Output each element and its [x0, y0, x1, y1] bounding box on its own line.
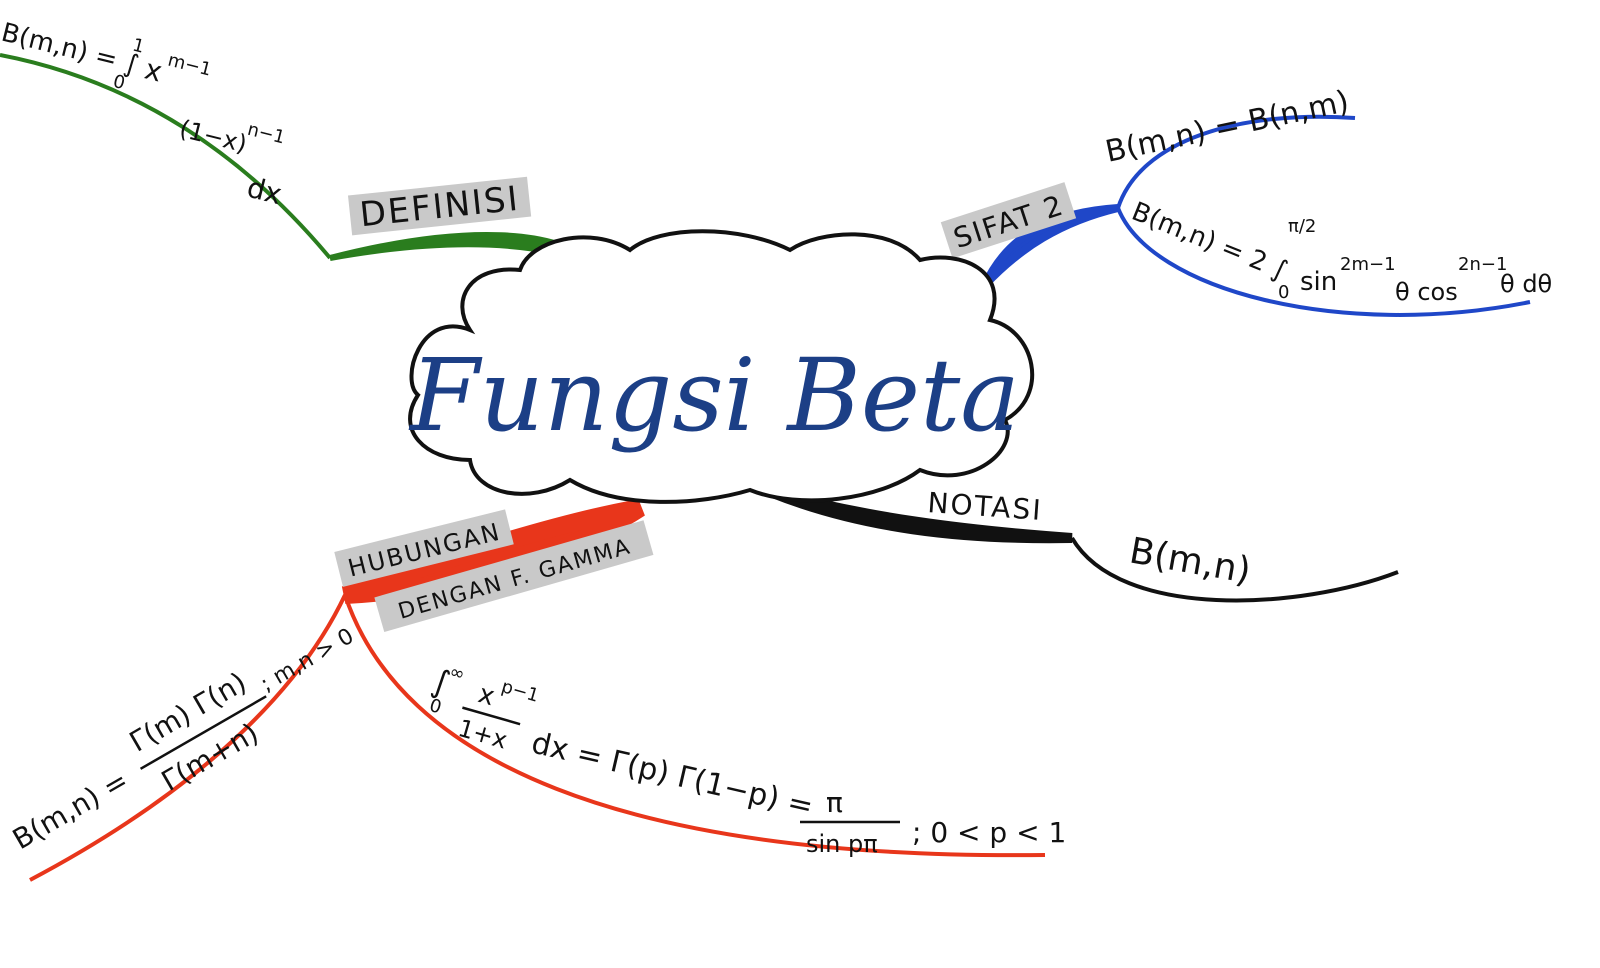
hubungan-formula2-fden: sin pπ	[806, 830, 878, 858]
hubungan-formula2-fnum: π	[826, 786, 843, 819]
hubungan-label2-highlight	[374, 520, 654, 633]
definisi-label-highlight	[347, 176, 532, 236]
definisi-formula-x: x	[141, 53, 165, 89]
definisi-formula-mid: (1−x)	[177, 115, 250, 159]
hubungan-formula2-mid: dx = Γ(p) Γ(1−p) =	[528, 726, 816, 825]
branch-hubungan: HUBUNGAN DENGAN F. GAMMA B(m,n) = Γ(m) Γ…	[7, 499, 1066, 882]
central-cloud: Fungsi Beta	[408, 229, 1035, 504]
notasi-formula: B(m,n)	[1126, 530, 1253, 592]
cloud-shape	[408, 229, 1035, 504]
sifat-curve-bottom	[1116, 207, 1531, 317]
sifat-formula-2-end: θ dθ	[1500, 270, 1552, 298]
sifat-curve-top	[1116, 114, 1356, 209]
branch-sifat: SIFAT 2 B(m,n) = B(n,m) B(m,n) = 2 ∫ π/2…	[940, 84, 1552, 317]
sifat-formula-2-cosexp: 2n−1	[1458, 254, 1507, 275]
definisi-curve	[0, 53, 332, 260]
hubungan-curve-left	[29, 594, 347, 882]
definisi-formula-lower: 0	[111, 71, 127, 94]
hubungan-formula1-cond: ; m,n > 0	[256, 624, 358, 697]
hubungan-formula2-numexp: p−1	[499, 676, 541, 707]
hubungan-formula2-cond: ; 0 < p < 1	[912, 816, 1066, 849]
sifat-formula-2-lhs: B(m,n) = 2 ∫	[1127, 197, 1291, 287]
central-title: Fungsi Beta	[408, 337, 1020, 454]
notasi-curve	[1070, 536, 1399, 603]
definisi-formula-upper: 1	[130, 35, 146, 58]
sifat-formula-2-sinexp: 2m−1	[1340, 254, 1396, 275]
sifat-formula-2-lower: 0	[1278, 282, 1289, 303]
hubungan-formula2-num: x	[475, 679, 498, 712]
hubungan-curve-right	[343, 594, 1046, 858]
branch-notasi: NOTASI B(m,n)	[768, 486, 1399, 603]
sifat-formula-2-cos: θ cos	[1395, 278, 1458, 306]
definisi-formula-dx: dx	[244, 171, 285, 211]
notasi-label: NOTASI	[927, 486, 1044, 527]
hubungan-label1-highlight	[334, 509, 514, 587]
definisi-formula-xexp: m−1	[166, 50, 214, 81]
hubungan-formula1-lhs: B(m,n) =	[7, 764, 134, 856]
sifat-formula-2-upper: π/2	[1288, 216, 1316, 237]
branch-definisi: DEFINISI B(m,n) = ∫ 1 0 x m−1 (1−x) n−1 …	[0, 18, 593, 265]
definisi-label: DEFINISI	[358, 179, 522, 236]
definisi-formula-midexp: n−1	[245, 119, 287, 149]
hubungan-formula2-lower: 0	[427, 695, 444, 718]
hubungan-formula1-fraction-bar	[139, 695, 267, 770]
hubungan-formula2-fraction-bar	[462, 706, 521, 726]
sifat-formula-2-sin: sin	[1300, 267, 1337, 297]
hubungan-formula2-upper: ∞	[447, 661, 467, 685]
sifat-formula-1: B(m,n) = B(n,m)	[1102, 84, 1352, 170]
sifat-label-highlight	[940, 182, 1077, 259]
